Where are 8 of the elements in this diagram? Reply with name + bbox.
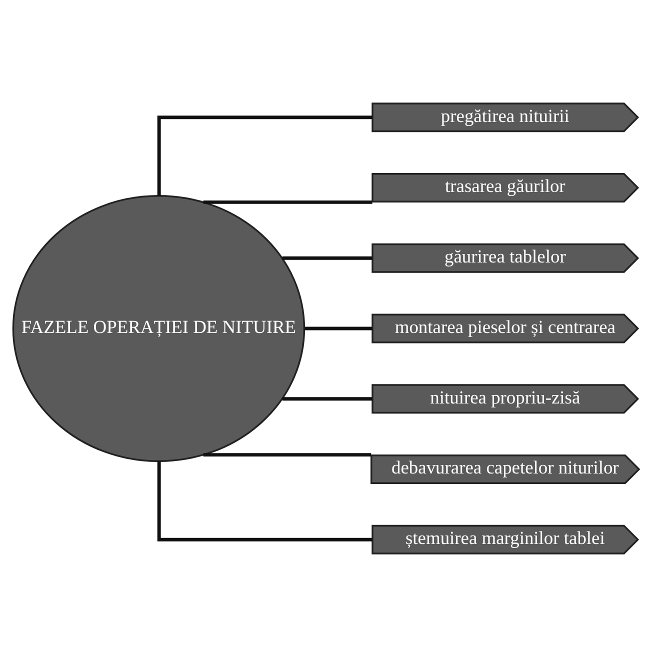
connector — [282, 397, 372, 401]
connector — [203, 200, 372, 204]
connector — [203, 453, 372, 457]
connector — [157, 461, 372, 542]
connector — [304, 326, 372, 330]
connector — [157, 116, 372, 196]
node-circle: FAZELE OPERAȚIEI DE NITUIRE — [12, 194, 306, 462]
connector — [282, 256, 372, 260]
